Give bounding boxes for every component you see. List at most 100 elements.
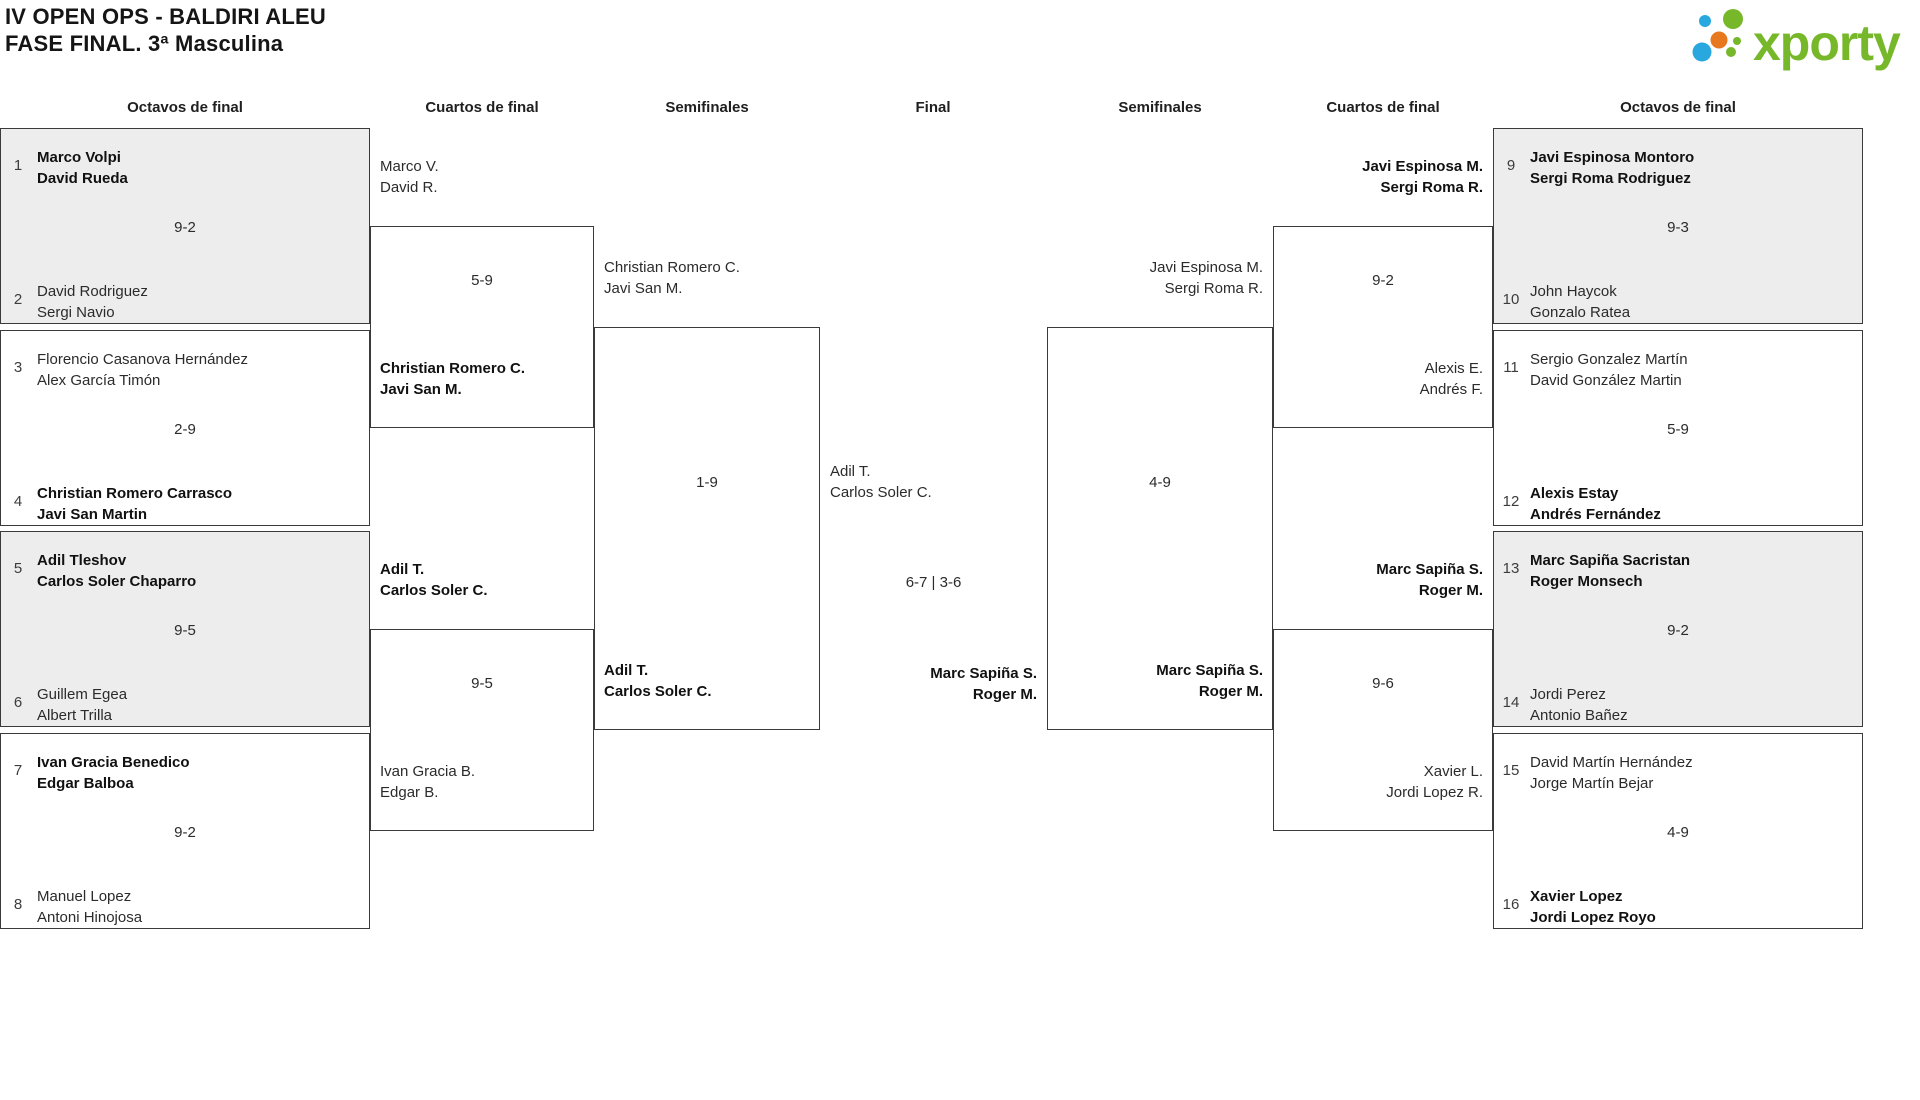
player-name: Manuel Lopez	[37, 888, 132, 905]
player-name: Alex García Timón	[37, 372, 161, 389]
page-title-line1: IV OPEN OPS - BALDIRI ALEU	[5, 4, 326, 29]
qf4-bottom-team-label: Xavier L. Jordi Lopez R.	[1386, 761, 1483, 803]
team-names: Jordi Perez Antonio Bañez	[1530, 684, 1628, 726]
qf-match-box-1: 5-9	[370, 226, 594, 428]
seed-number: 5	[13, 560, 23, 577]
player-name: Edgar B.	[380, 784, 439, 801]
r16-match-box-1: 1 Marco Volpi David Rueda 9-2 2 David Ro…	[0, 128, 370, 324]
seed-number: 8	[13, 896, 23, 913]
player-name: John Haycok	[1530, 283, 1617, 300]
player-name: Roger Monsech	[1530, 573, 1643, 590]
qf1-top-team-label: Marco V. David R.	[380, 156, 439, 198]
player-name: Sergi Navio	[37, 304, 115, 321]
seed-number: 3	[13, 359, 23, 376]
player-name: Gonzalo Ratea	[1530, 304, 1631, 321]
match-score: 9-2	[174, 219, 196, 236]
player-name: David R.	[380, 179, 438, 196]
player-name: Carlos Soler C.	[830, 484, 932, 501]
player-name: Javi San Martin	[37, 506, 148, 523]
team-names: Adil Tleshov Carlos Soler Chaparro	[37, 550, 196, 592]
team-names: Alexis Estay Andrés Fernández	[1530, 483, 1661, 525]
player-name: Javi Espinosa M.	[1149, 259, 1263, 276]
player-name: Marc Sapiña Sacristan	[1530, 552, 1691, 569]
seed-number: 6	[13, 694, 23, 711]
seed-number: 12	[1502, 493, 1520, 510]
player-name: Antoni Hinojosa	[37, 909, 143, 926]
r16-match-box-2: 3 Florencio Casanova Hernández Alex Garc…	[0, 330, 370, 526]
round-header-right-sf: Semifinales	[1118, 99, 1202, 116]
player-name: Roger M.	[1418, 582, 1483, 599]
sf1-winner-label: Adil T. Carlos Soler C.	[604, 660, 712, 702]
player-name: Adil Tleshov	[37, 552, 127, 569]
player-name: Jordi Lopez R.	[1386, 784, 1483, 801]
seed-number: 15	[1502, 762, 1520, 779]
player-name: Christian Romero Carrasco	[37, 485, 233, 502]
seed-number: 13	[1502, 560, 1520, 577]
qf-match-box-2: 9-5	[370, 629, 594, 831]
player-name: Alexis Estay	[1530, 485, 1619, 502]
match-score: 9-2	[1667, 622, 1689, 639]
player-name: Xavier Lopez	[1530, 888, 1623, 905]
r16-match-box-5: 9 Javi Espinosa Montoro Sergi Roma Rodri…	[1493, 128, 1863, 324]
team-names: David Martín Hernández Jorge Martín Beja…	[1530, 752, 1693, 794]
xporty-logo[interactable]: xporty	[1683, 2, 1918, 77]
final-score: 6-7 | 3-6	[905, 574, 962, 591]
team-names: Ivan Gracia Benedico Edgar Balboa	[37, 752, 190, 794]
r16-match-box-6: 11 Sergio Gonzalez Martín David González…	[1493, 330, 1863, 526]
player-name: Sergi Roma R.	[1164, 280, 1263, 297]
sf-match-box-1: 1-9	[594, 327, 820, 730]
logo-wordmark: xporty	[1753, 15, 1901, 71]
player-name: Jordi Perez	[1530, 686, 1606, 703]
match-score: 9-6	[1372, 675, 1394, 692]
match-score: 5-9	[471, 272, 493, 289]
team-names: Christian Romero Carrasco Javi San Marti…	[37, 483, 232, 525]
player-name: Christian Romero C.	[380, 360, 526, 377]
seed-number: 4	[13, 493, 23, 510]
seed-number: 16	[1502, 896, 1520, 913]
r16-match-box-8: 15 David Martín Hernández Jorge Martín B…	[1493, 733, 1863, 929]
player-name: David González Martin	[1530, 372, 1682, 389]
round-header-left-qf: Cuartos de final	[425, 99, 539, 116]
team-names: Javi Espinosa Montoro Sergi Roma Rodrigu…	[1530, 147, 1694, 189]
seed-number: 11	[1503, 359, 1519, 376]
seed-number: 2	[13, 291, 23, 308]
seed-number: 9	[1506, 157, 1516, 174]
player-name: Marco Volpi	[37, 149, 121, 166]
match-score: 4-9	[1667, 824, 1689, 841]
player-name: Roger M.	[972, 686, 1037, 703]
round-header-left-sf: Semifinales	[665, 99, 749, 116]
r16-match-box-7: 13 Marc Sapiña Sacristan Roger Monsech 9…	[1493, 531, 1863, 727]
player-name: Florencio Casanova Hernández	[37, 351, 248, 368]
qf2-top-team-label: Adil T. Carlos Soler C.	[380, 559, 488, 601]
qf1-bottom-team-label: Christian Romero C. Javi San M.	[380, 358, 525, 400]
team-names: Sergio Gonzalez Martín David González Ma…	[1530, 349, 1688, 391]
player-name: Adil T.	[604, 662, 649, 679]
match-score: 2-9	[174, 421, 196, 438]
match-score: 1-9	[696, 474, 718, 491]
player-name: Andrés F.	[1419, 381, 1483, 398]
player-name: Xavier L.	[1423, 763, 1483, 780]
player-name: Carlos Soler Chaparro	[37, 573, 197, 590]
final-winner-label: Marc Sapiña S. Roger M.	[930, 663, 1037, 705]
player-name: Sergio Gonzalez Martín	[1530, 351, 1688, 368]
player-name: David Rodriguez	[37, 283, 148, 300]
match-score: 9-3	[1667, 219, 1689, 236]
qf3-top-team-label: Javi Espinosa M. Sergi Roma R.	[1362, 156, 1483, 198]
round-header-right-qf: Cuartos de final	[1326, 99, 1440, 116]
player-name: Javi Espinosa M.	[1362, 158, 1483, 175]
player-name: Marco V.	[380, 158, 439, 175]
r16-match-box-4: 7 Ivan Gracia Benedico Edgar Balboa 9-2 …	[0, 733, 370, 929]
match-score: 9-2	[174, 824, 196, 841]
player-name: Adil T.	[380, 561, 425, 578]
player-name: Christian Romero C.	[604, 259, 740, 276]
player-name: Andrés Fernández	[1530, 506, 1661, 523]
player-name: Carlos Soler C.	[380, 582, 488, 599]
qf3-bottom-team-label: Alexis E. Andrés F.	[1420, 358, 1483, 400]
team-names: Marc Sapiña Sacristan Roger Monsech	[1530, 550, 1690, 592]
logo-dots-icon	[1692, 9, 1743, 62]
r16-match-box-3: 5 Adil Tleshov Carlos Soler Chaparro 9-5…	[0, 531, 370, 727]
sf1-top-team-label: Christian Romero C. Javi San M.	[604, 257, 740, 299]
player-name: Alexis E.	[1424, 360, 1483, 377]
qf-match-box-4: 9-6	[1273, 629, 1493, 831]
